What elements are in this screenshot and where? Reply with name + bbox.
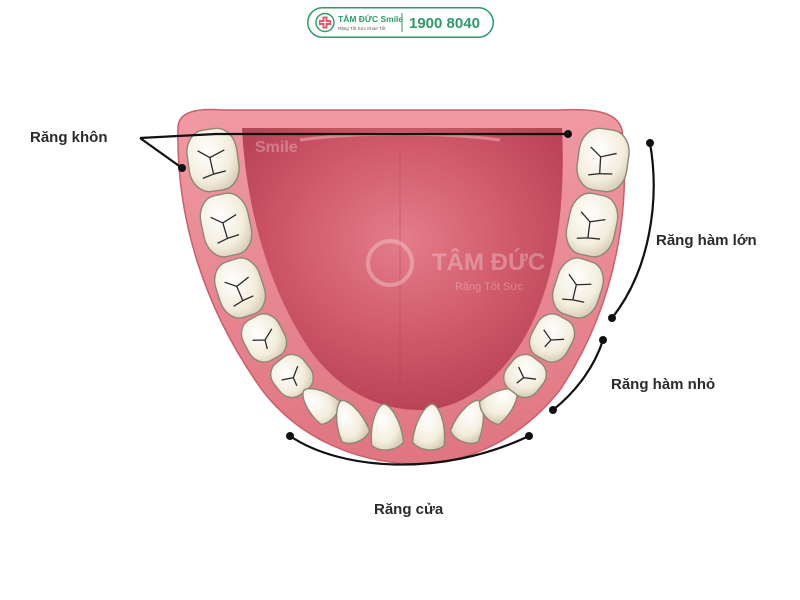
premolar-tooth [528, 313, 576, 363]
molar-tooth [565, 192, 619, 258]
incisor-tooth [302, 388, 342, 426]
label-wisdom-teeth: Răng khôn [30, 129, 108, 146]
brand-logo-graphic: TÂM ĐỨC Smile Răng Tốt Sức Khỏe Tốt 1900… [307, 7, 494, 38]
teeth-group [186, 127, 630, 451]
premolars-bracket [552, 339, 605, 411]
incisors-dot-right [525, 432, 533, 440]
watermark-smile-text: Smile [255, 139, 298, 156]
molar-tooth [551, 257, 605, 319]
premolar-tooth [503, 353, 547, 399]
incisor-tooth [370, 403, 405, 451]
callout-dots [178, 130, 654, 440]
logo-brand-text: TÂM ĐỨC Smile [338, 13, 403, 24]
molar-tooth [199, 192, 253, 258]
molars-dot-top [646, 139, 654, 147]
wisdom-line-right [139, 132, 568, 140]
molars-dot-bottom [608, 314, 616, 322]
wisdom-line-left [139, 137, 183, 169]
cross-logo-icon [315, 12, 335, 33]
molars-bracket [611, 142, 655, 319]
watermark-tagline-text: Răng Tốt Sức [455, 281, 524, 293]
tongue [242, 128, 563, 410]
label-premolars: Răng hàm nhỏ [611, 376, 715, 393]
incisor-tooth [478, 388, 518, 426]
brand-logo[interactable]: TÂM ĐỨC Smile Răng Tốt Sức Khỏe Tốt 1900… [307, 7, 494, 38]
logo-tagline: Răng Tốt Sức Khỏe Tốt [338, 25, 386, 31]
incisors-dot-left [286, 432, 294, 440]
molar-tooth [186, 127, 240, 193]
incisor-tooth [411, 403, 446, 451]
watermark: Smile TÂM ĐỨC Răng Tốt Sức [255, 139, 545, 293]
label-incisors: Răng cửa [374, 501, 444, 518]
label-molars: Răng hàm lớn [656, 232, 757, 249]
incisors-bracket [289, 435, 530, 466]
premolar-tooth [240, 313, 288, 363]
wisdom-dot-left [178, 164, 186, 172]
molar-tooth [213, 257, 267, 319]
premolars-dot-bottom [549, 406, 557, 414]
incisor-tooth [335, 399, 371, 444]
logo-phone-number: 1900 8040 [409, 15, 480, 32]
watermark-brand-text: TÂM ĐỨC [432, 248, 545, 276]
premolars-dot-top [599, 336, 607, 344]
molar-tooth [576, 127, 630, 193]
callout-lines [139, 132, 655, 466]
wisdom-dot-right [564, 130, 572, 138]
